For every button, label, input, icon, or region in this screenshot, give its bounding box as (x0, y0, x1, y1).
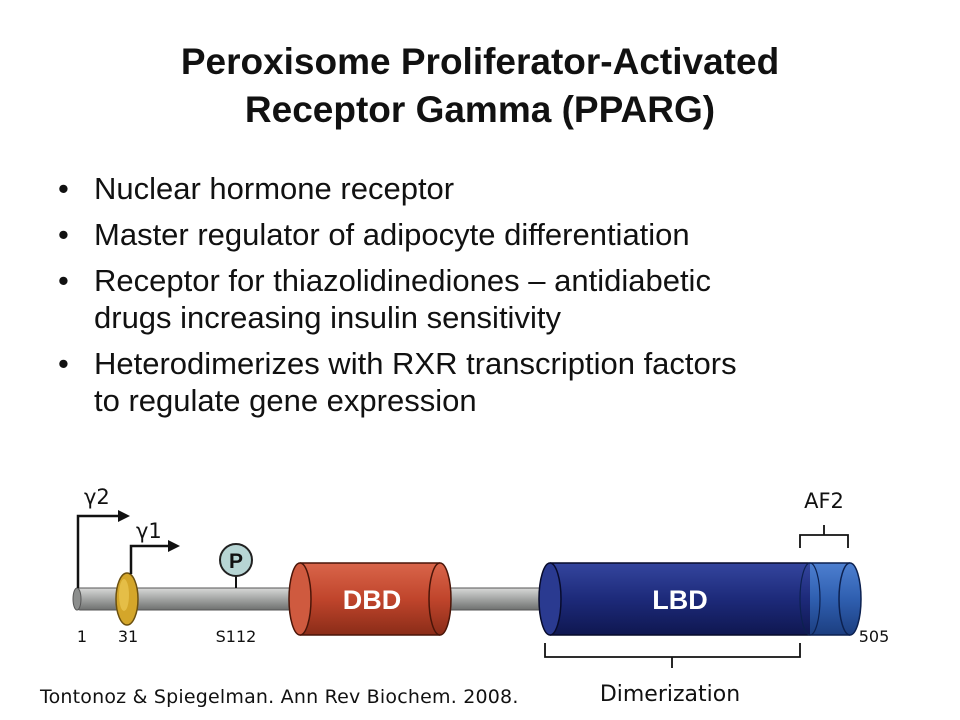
bullet-list: Nuclear hormone receptor Master regulato… (58, 170, 938, 428)
gamma1-arrowhead (168, 540, 180, 552)
af2-bracket (799, 525, 849, 548)
lbd-left-cap (538, 562, 562, 636)
dbd-body (300, 563, 440, 635)
gamma1-promoter-arrow (129, 544, 168, 574)
bullet-text: drugs increasing insulin sensitivity (94, 300, 561, 335)
position-s112-label: S112 (216, 627, 257, 646)
position-505-label: 505 (859, 627, 890, 646)
gamma2-arrowhead (118, 510, 130, 522)
bullet-text: to regulate gene expression (94, 383, 477, 418)
af2-left-divider (799, 562, 821, 636)
dbd-left-cap (288, 562, 312, 636)
af2-label: AF2 (804, 489, 844, 513)
phospho-circle (219, 543, 253, 577)
gamma2-promoter-arrow (76, 514, 118, 588)
position-1-label: 1 (77, 627, 87, 646)
slide-title: Peroxisome Proliferator-Activated Recept… (0, 38, 960, 134)
bullet-item: Receptor for thiazolidinediones – antidi… (58, 262, 938, 336)
backbone-start-cap (72, 587, 82, 611)
dimerization-label: Dimerization (600, 682, 740, 707)
af2-right-cap (838, 562, 862, 636)
bullet-item: Master regulator of adipocyte differenti… (58, 216, 938, 253)
citation: Tontonoz & Spiegelman. Ann Rev Biochem. … (40, 686, 519, 708)
bullet-text: Receptor for thiazolidinediones – antidi… (94, 263, 711, 298)
gamma2-label: γ2 (84, 485, 110, 509)
lbd-label: LBD (652, 585, 708, 615)
position-31-label: 31 (118, 627, 138, 646)
phospho-label: P (229, 550, 243, 573)
title-line-1: Peroxisome Proliferator-Activated (180, 41, 780, 82)
promoter-31-disc-highlight (119, 579, 129, 611)
gamma1-label: γ1 (136, 519, 162, 543)
bullet-item: Nuclear hormone receptor (58, 170, 938, 207)
lbd-body (550, 563, 810, 635)
dimerization-bracket (544, 643, 801, 668)
pparg-gene-diagram: γ2 γ1 P DBD LBD AF2 Dimerization 1 31 S1… (72, 485, 890, 707)
title-line-2: Receptor Gamma (PPARG) (244, 89, 716, 130)
bullet-text: Heterodimerizes with RXR transcription f… (94, 346, 737, 381)
bullet-item: Heterodimerizes with RXR transcription f… (58, 345, 938, 419)
dbd-right-cap (428, 562, 452, 636)
dbd-label: DBD (343, 585, 402, 615)
bullet-text: Nuclear hormone receptor (94, 171, 455, 206)
bullet-text: Master regulator of adipocyte differenti… (94, 217, 690, 252)
